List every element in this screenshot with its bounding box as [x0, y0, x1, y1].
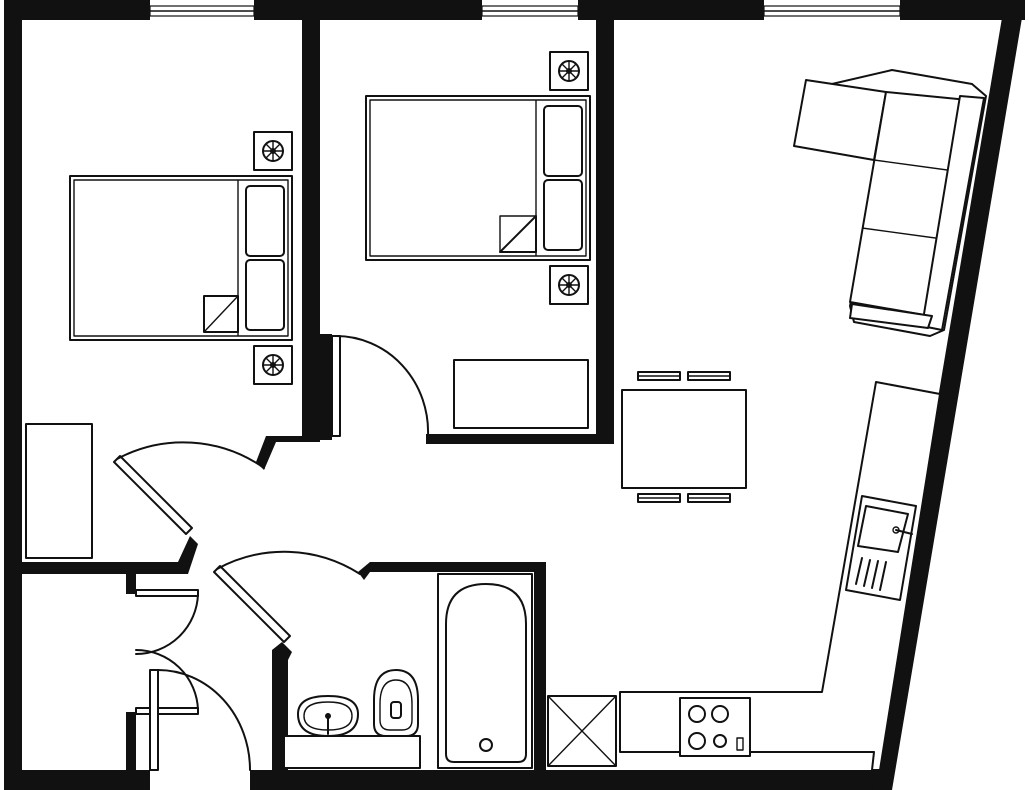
bathtub — [437, 573, 533, 769]
interior-walls — [22, 0, 614, 770]
washbasin — [297, 695, 359, 737]
bed-left — [69, 175, 293, 341]
dining-table — [621, 371, 747, 503]
bed-middle — [365, 95, 591, 261]
door-bedroom-left[interactable] — [113, 441, 265, 535]
window-living — [763, 5, 901, 17]
window-bedroom-middle — [481, 5, 579, 17]
door-closet-bottom[interactable] — [135, 649, 251, 771]
ceiling-light-icon — [549, 265, 589, 305]
kitchen-sink — [845, 495, 917, 601]
door-bedroom-middle[interactable] — [331, 334, 430, 437]
wardrobe-middle — [453, 359, 589, 429]
doors — [113, 334, 430, 771]
ceiling-light-icon — [549, 51, 589, 91]
ceiling-light-icon — [253, 131, 293, 171]
living-kitchen — [547, 69, 987, 771]
door-closet-top[interactable] — [135, 589, 199, 655]
sofa — [793, 69, 987, 337]
bathroom — [283, 573, 533, 769]
ceiling-light-icon — [253, 345, 293, 385]
bedroom-middle — [365, 51, 591, 429]
window-bedroom-left — [149, 5, 255, 17]
door-bathroom[interactable] — [213, 550, 361, 643]
bedroom-left — [25, 131, 293, 559]
vanity-counter — [283, 735, 421, 769]
wardrobe-left — [25, 423, 93, 559]
toilet — [373, 669, 419, 737]
appliance-box — [547, 695, 617, 767]
hob — [679, 697, 751, 757]
kitchen-counter — [619, 381, 941, 771]
